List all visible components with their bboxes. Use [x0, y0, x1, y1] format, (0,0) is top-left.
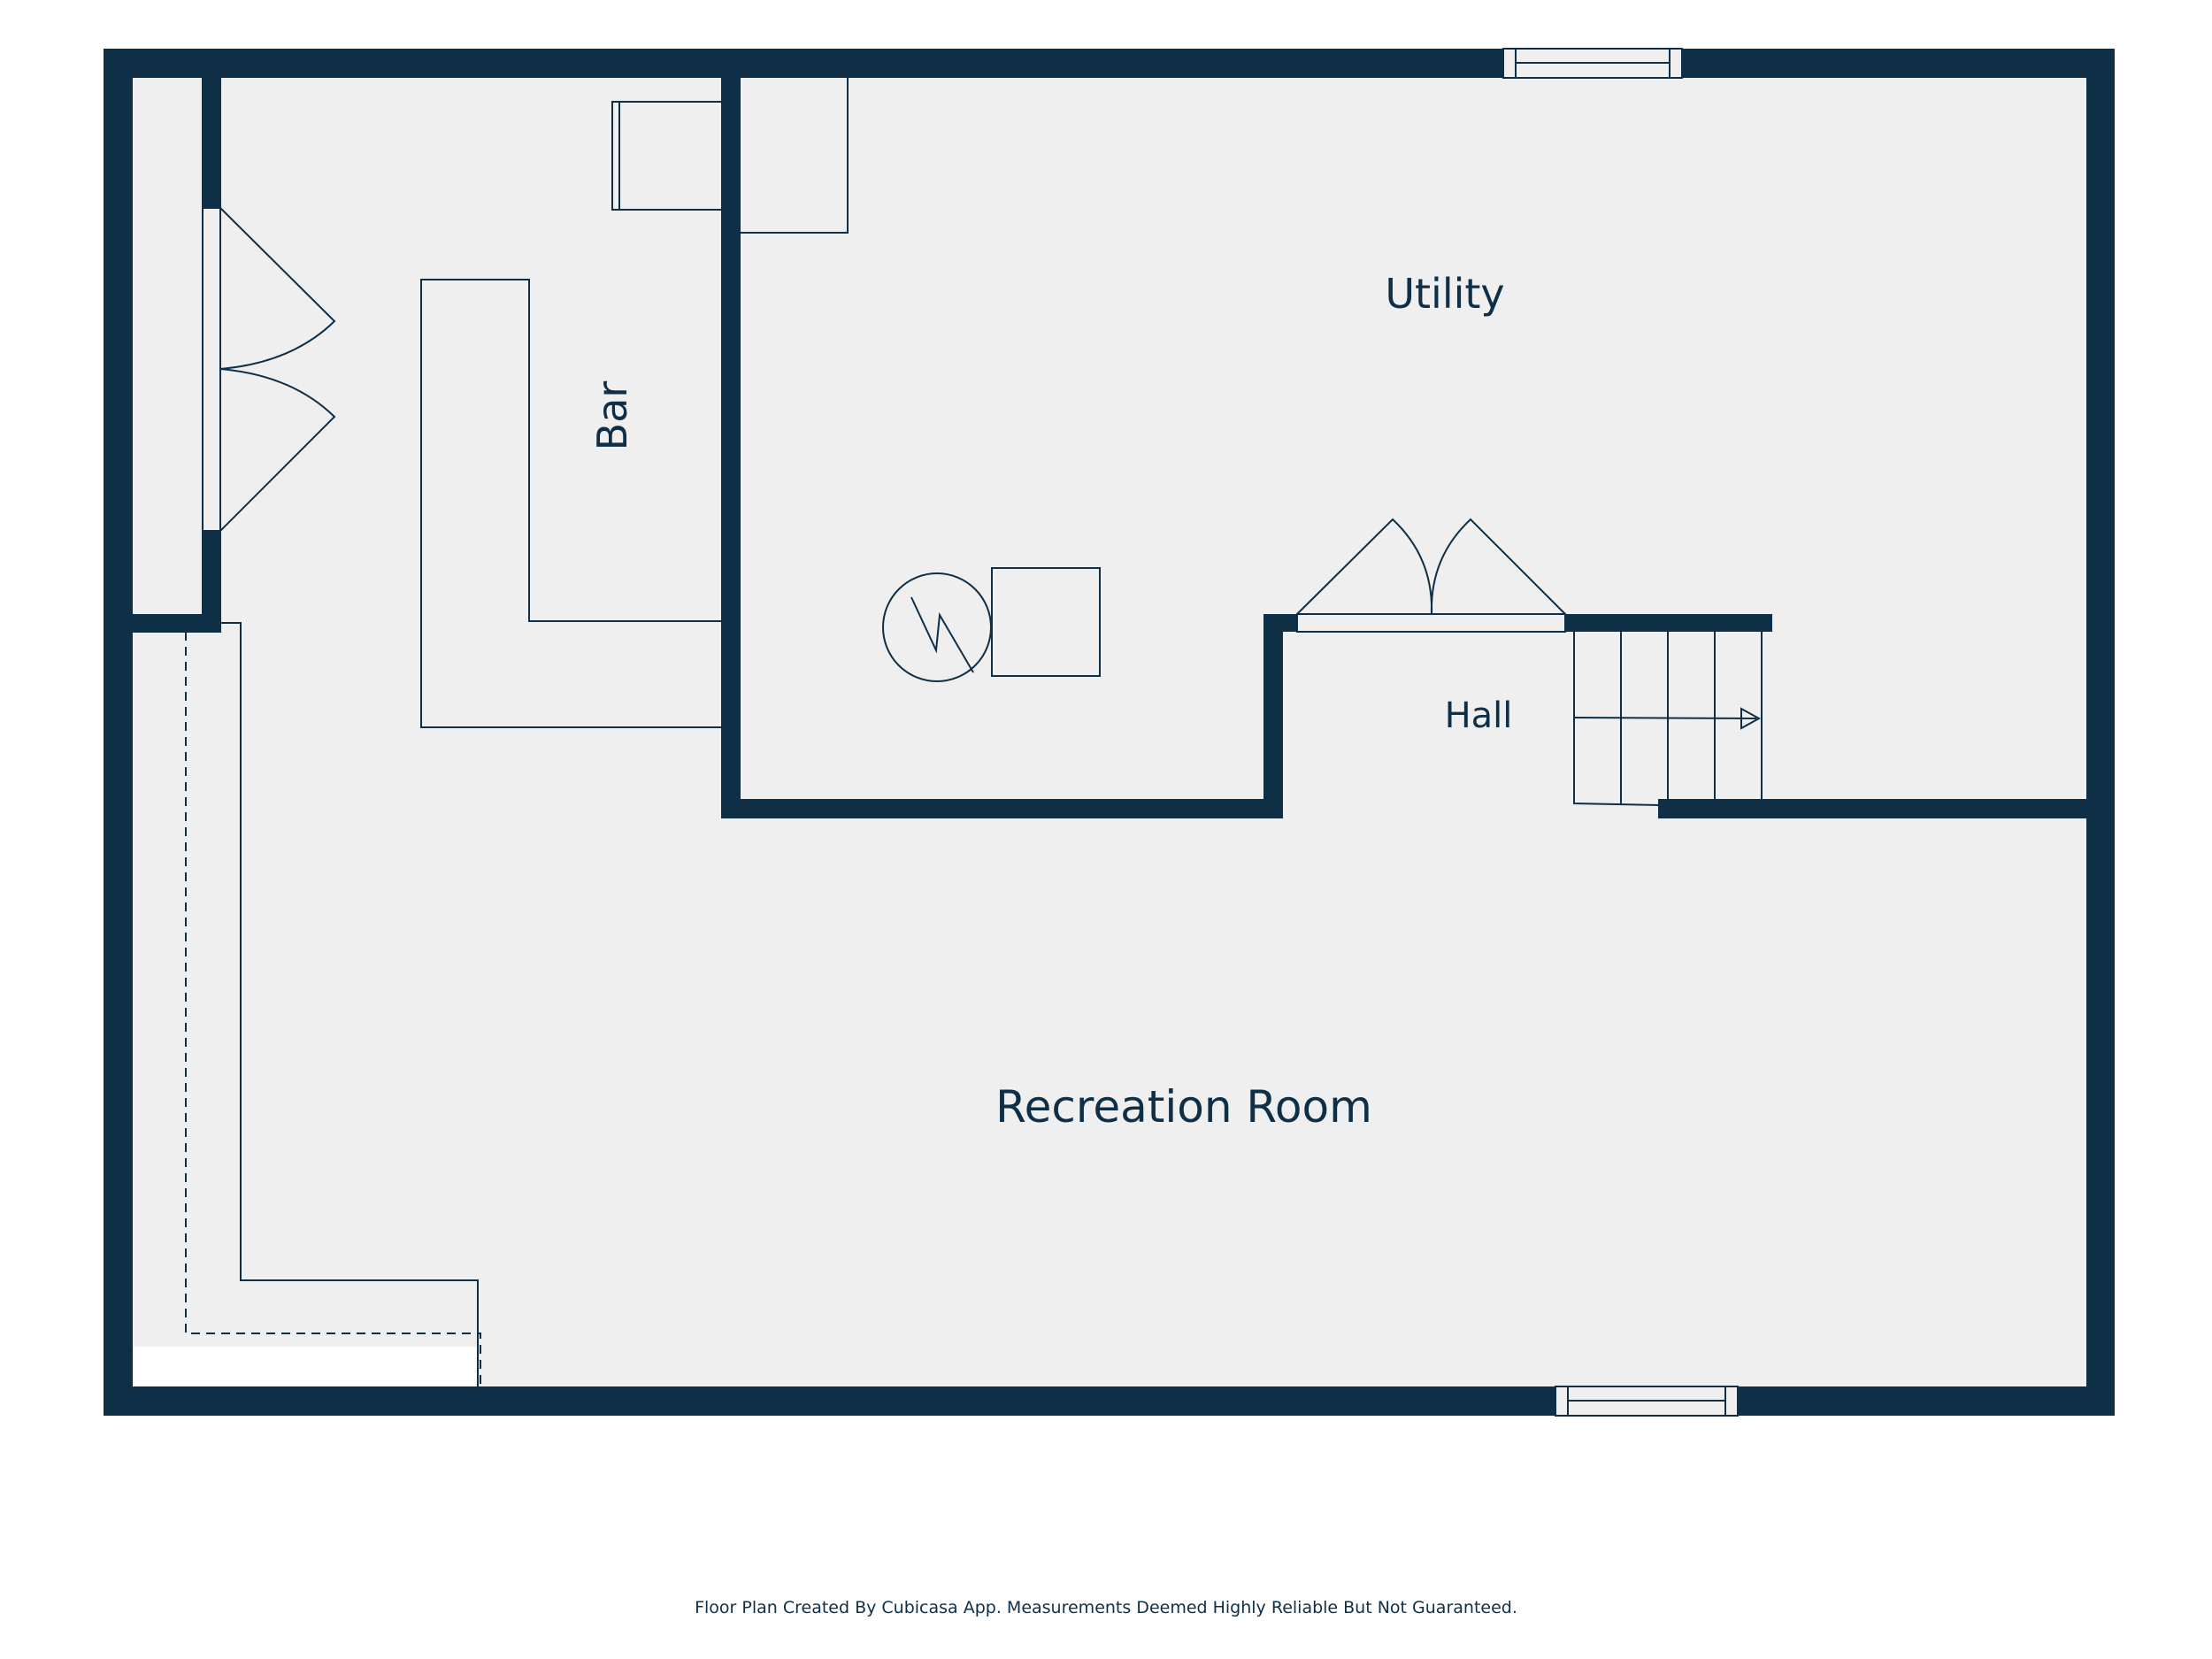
top-window-icon [1502, 48, 1683, 79]
room-label-utility: Utility [1385, 270, 1504, 318]
room-label-bar: Bar [588, 381, 636, 451]
footer-disclaimer: Floor Plan Created By Cubicasa App. Meas… [695, 1598, 1517, 1617]
furnace-icon [991, 567, 1101, 677]
room-label-hall: Hall [1445, 695, 1513, 736]
floor-cutout [134, 1347, 477, 1389]
room-label-recreation-room: Recreation Room [995, 1081, 1372, 1133]
built-in-ledge [188, 622, 479, 1389]
floor-area [133, 77, 2088, 1389]
walls [104, 49, 2115, 1416]
utility-double-door-icon [1296, 518, 1566, 633]
overhead-dashed-line [185, 632, 481, 1389]
bar-counter [420, 279, 724, 728]
bottom-window-icon [1555, 1386, 1739, 1417]
stairs-icon [1573, 632, 1763, 806]
